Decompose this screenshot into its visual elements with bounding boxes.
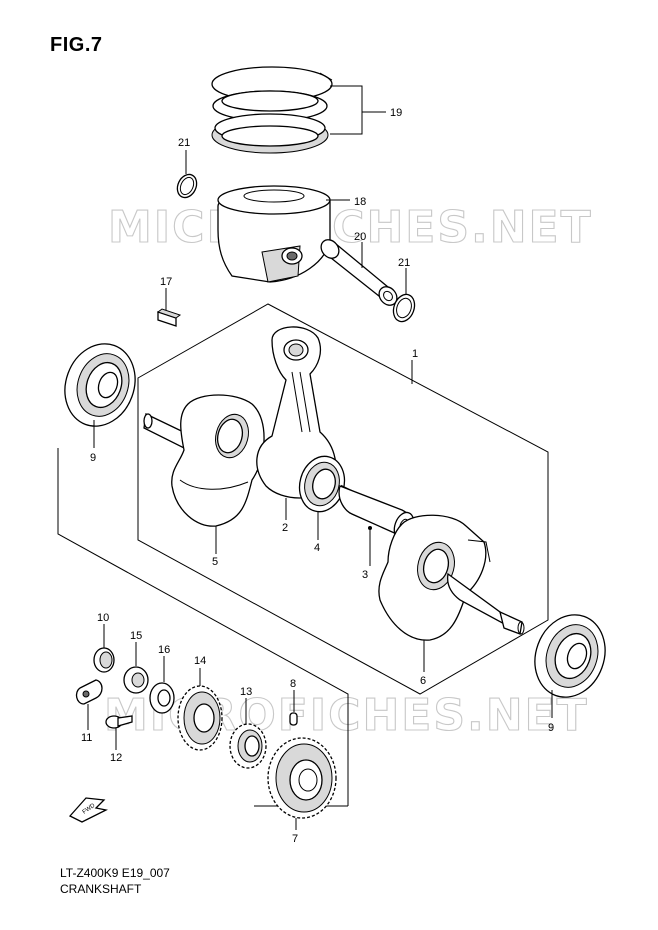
callout-18: 18 xyxy=(354,196,366,208)
crankshaft-assembly-frame xyxy=(137,303,549,695)
washer xyxy=(149,682,175,714)
crankshaft-gear xyxy=(267,737,337,819)
connecting-rod xyxy=(256,326,337,499)
callout-12: 12 xyxy=(110,752,122,764)
forward-direction-marker: FWD xyxy=(68,797,108,823)
retainer-plate xyxy=(75,679,103,705)
screw xyxy=(105,715,133,729)
callout-4: 4 xyxy=(314,542,320,554)
watermark-bottom: MICROFICHES.NET xyxy=(104,690,589,741)
piston-pin-circlip-left xyxy=(176,173,198,199)
callout-7: 7 xyxy=(292,833,298,845)
crankpin-needle-bearing xyxy=(298,455,346,513)
callout-1: 1 xyxy=(412,348,418,360)
callout-2: 2 xyxy=(282,522,288,534)
bushing xyxy=(93,647,115,673)
piston-pin xyxy=(320,239,398,306)
watermark-top: MICROFICHES.NET xyxy=(108,202,593,253)
callout-19: 19 xyxy=(390,107,402,119)
crankshaft-key xyxy=(156,308,182,327)
callout-16: 16 xyxy=(158,644,170,656)
callout-3: 3 xyxy=(362,569,368,581)
crank-web-left xyxy=(143,394,265,527)
figure-title: FIG.7 xyxy=(50,34,103,56)
crankshaft-bearing-right xyxy=(534,614,606,698)
callout-20: 20 xyxy=(354,231,366,243)
callout-8: 8 xyxy=(290,678,296,690)
nut xyxy=(123,666,149,694)
callout-10: 10 xyxy=(97,612,109,624)
callout-6: 6 xyxy=(420,675,426,687)
callout-17: 17 xyxy=(160,276,172,288)
callout-13: 13 xyxy=(240,686,252,698)
piston-pin-circlip-right xyxy=(392,293,416,323)
callout-11: 11 xyxy=(81,732,92,744)
crankshaft-bearing-left xyxy=(64,343,136,427)
callout-9-left: 9 xyxy=(90,452,96,464)
model-code: LT-Z400K9 E19_007 xyxy=(60,866,170,880)
callout-15: 15 xyxy=(130,630,142,642)
group-name: CRANKSHAFT xyxy=(60,882,142,896)
callout-numbers: 1 2 3 4 5 6 7 8 9 9 10 11 12 13 14 15 16… xyxy=(81,107,554,845)
callout-5: 5 xyxy=(212,556,218,568)
leader-lines xyxy=(87,85,553,830)
dowel-pin xyxy=(289,712,298,726)
callout-14: 14 xyxy=(194,655,206,667)
crank-web-right xyxy=(378,514,525,641)
callout-21-top: 21 xyxy=(178,137,190,149)
primary-drive-gear xyxy=(177,685,223,751)
callout-21-right: 21 xyxy=(398,257,410,269)
piston-rings xyxy=(211,66,333,154)
callout-9-right: 9 xyxy=(548,722,554,734)
piston xyxy=(217,185,331,283)
drive-gear-bearing xyxy=(229,723,267,769)
